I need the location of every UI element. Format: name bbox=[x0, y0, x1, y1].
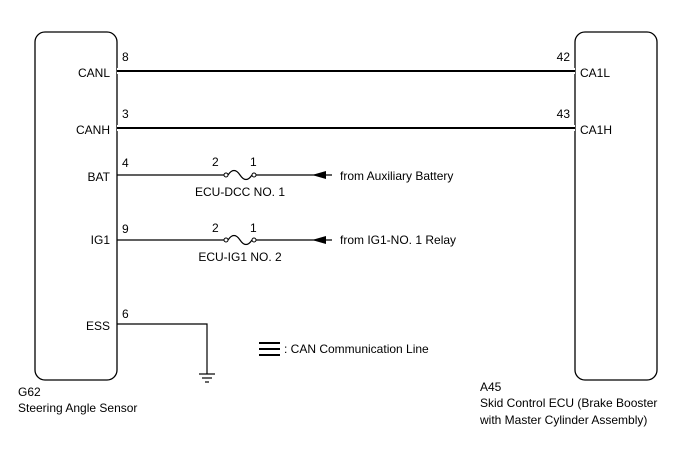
pin-number-43: 43 bbox=[557, 107, 571, 121]
fuse-ecu-dcc-symbol bbox=[227, 169, 253, 181]
ig1-source-label: from IG1-NO. 1 Relay bbox=[340, 233, 456, 247]
pin-label-bat: BAT bbox=[88, 170, 111, 184]
right-component-code: A45 bbox=[480, 380, 502, 394]
steering-angle-sensor-block bbox=[34, 31, 118, 381]
ground-icon bbox=[199, 373, 215, 383]
can-line-canl bbox=[117, 68, 575, 74]
pin-number-42: 42 bbox=[557, 50, 571, 64]
pin-label-ig1: IG1 bbox=[91, 233, 111, 247]
left-component-name: Steering Angle Sensor bbox=[18, 401, 137, 415]
pin-number-6: 6 bbox=[122, 307, 129, 321]
fuse-ecu-ig1-name: ECU-IG1 NO. 2 bbox=[198, 250, 282, 264]
left-component-code: G62 bbox=[18, 385, 41, 399]
can-line-canh bbox=[117, 125, 575, 131]
fuse-ecu-ig1-pin-2: 2 bbox=[212, 221, 219, 235]
fuse-ecu-ig1-pin-1: 1 bbox=[250, 221, 257, 235]
pin-number-8: 8 bbox=[122, 50, 129, 64]
pin-number-9: 9 bbox=[122, 222, 129, 236]
pin-label-ess: ESS bbox=[86, 319, 110, 333]
pin-number-3: 3 bbox=[122, 107, 129, 121]
pin-label-canh: CANH bbox=[76, 123, 110, 137]
right-component-name-line2: with Master Cylinder Assembly) bbox=[479, 413, 647, 427]
arrow-left-icon bbox=[312, 171, 326, 179]
right-component-name-line1: Skid Control ECU (Brake Booster bbox=[480, 396, 657, 410]
fuse-ecu-dcc-pin-2: 2 bbox=[212, 155, 219, 169]
legend-text: : CAN Communication Line bbox=[284, 342, 429, 356]
bat-source-label: from Auxiliary Battery bbox=[340, 169, 453, 183]
ig1-circuit bbox=[117, 234, 332, 246]
bat-circuit bbox=[117, 169, 332, 181]
fuse-ecu-ig1-symbol bbox=[227, 234, 253, 246]
pin-label-canl: CANL bbox=[78, 66, 110, 80]
arrow-left-icon bbox=[312, 236, 326, 244]
skid-control-ecu-block bbox=[574, 31, 658, 381]
pin-label-ca1h: CA1H bbox=[580, 123, 612, 137]
fuse-ecu-dcc-name: ECU-DCC NO. 1 bbox=[195, 185, 285, 199]
pin-number-4: 4 bbox=[122, 156, 129, 170]
fuse-ecu-dcc-pin-1: 1 bbox=[250, 155, 257, 169]
ess-ground-circuit bbox=[117, 323, 215, 383]
pin-label-ca1l: CA1L bbox=[580, 66, 610, 80]
can-line-legend-icon bbox=[259, 342, 280, 356]
